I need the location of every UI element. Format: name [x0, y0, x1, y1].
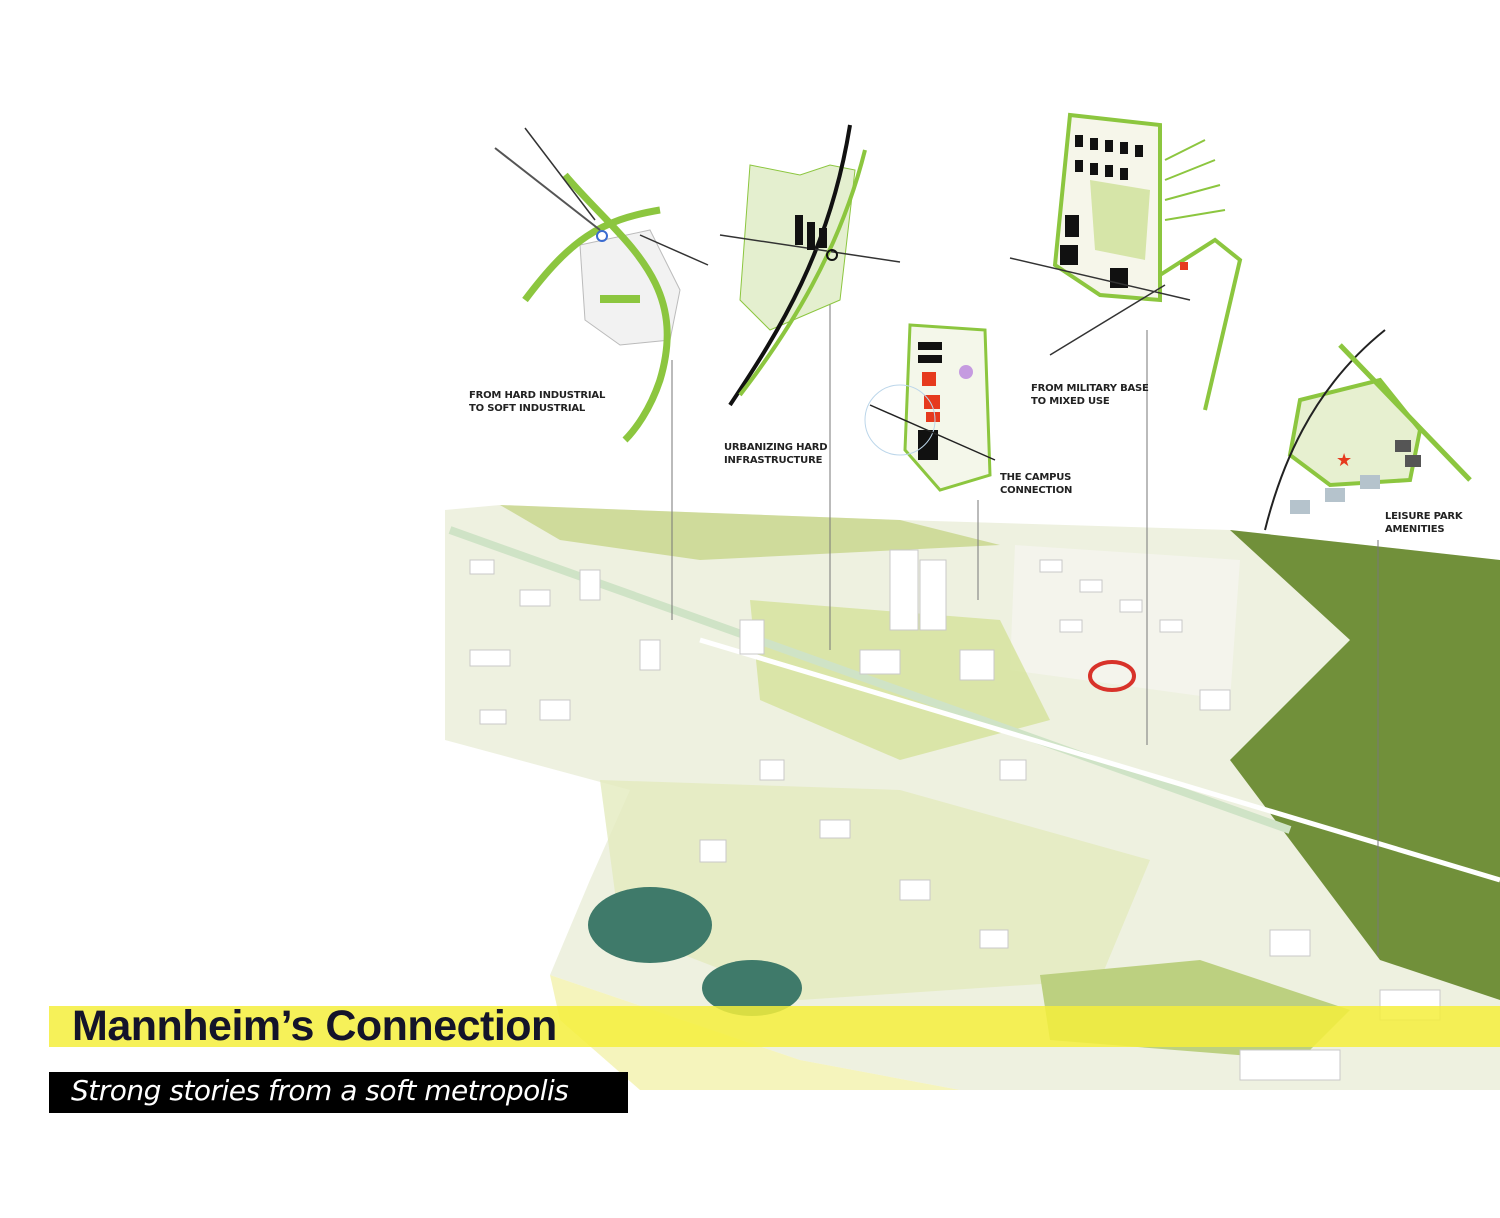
star-icon: ★: [1336, 450, 1352, 470]
page-title: Mannheim’s Connection: [72, 1002, 557, 1050]
forest-area: [1230, 530, 1500, 1000]
inset-label-industrial: From hard industrial to soft industrial: [469, 390, 606, 414]
aerial-city-map: [445, 505, 1500, 1090]
leader-lines: [671, 260, 1379, 955]
subtitle-box: [49, 1072, 628, 1113]
inset-diagram-military-base: [1009, 112, 1243, 411]
page-subtitle: Strong stories from a soft metropolis: [71, 1074, 569, 1107]
inset-diagram-leisure-park: ★: [1264, 329, 1472, 531]
running-track: [1088, 660, 1136, 692]
inset-label-military-base: From military base to mixed use: [1031, 383, 1149, 407]
inset-diagram-industrial: [494, 127, 709, 443]
lake: [702, 960, 802, 1016]
inset-label-campus: The campus connection: [1000, 472, 1073, 496]
title-band: [49, 1006, 1500, 1047]
inset-diagram-infrastructure: [719, 124, 901, 407]
inset-label-leisure-park: Leisure park amenities: [1385, 511, 1463, 535]
inset-diagram-campus: [864, 323, 996, 492]
lake: [588, 887, 712, 963]
inset-label-infrastructure: Urbanizing hard infrastructure: [724, 442, 828, 466]
